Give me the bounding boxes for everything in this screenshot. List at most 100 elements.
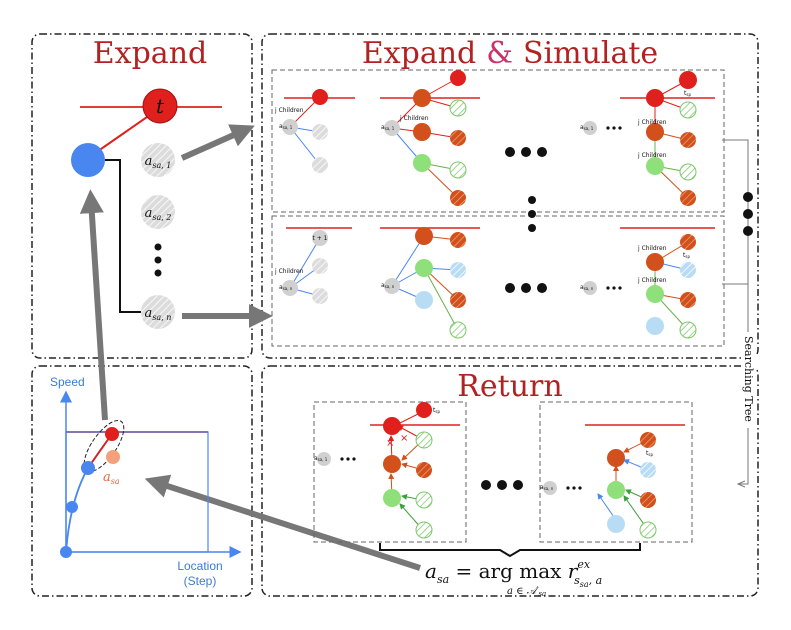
tree-node [607,515,625,533]
chart-point [60,546,72,558]
bound-box [65,431,209,553]
tree-node [312,124,328,140]
children-label: j Children [637,119,667,126]
return-panel [261,365,759,597]
tree-node [646,123,664,141]
tree-node [640,492,656,508]
children-label: j Children [274,107,304,114]
x-axis-label: Location [177,559,222,573]
tree-node [384,278,400,294]
tree-node [383,417,401,435]
sim-ellipsis-bottom [505,283,547,293]
ellipsis-dot [505,147,515,157]
tree-node [449,321,467,339]
title-part1: Expand [362,36,476,71]
tree-node [680,234,696,250]
children-label: j Children [637,277,667,284]
target-node [142,88,178,124]
tree-node [639,521,657,539]
sim-tree-bottom-1: t + 1 asa, n j Children [274,227,352,304]
tree-node [413,89,431,107]
flow-arrows [79,124,421,571]
searching-tree-connector: Searching Tree [722,139,756,484]
tree-node [583,121,597,135]
tree-node [416,462,432,478]
cross-mark: × [400,433,408,444]
action-label-2: asa, 2 [145,206,172,222]
tree-node [312,89,328,105]
tree-node [450,292,466,308]
chart-point [66,501,78,513]
ellipsis-dot [743,226,753,236]
tree-node [607,481,625,499]
tree-node [607,449,625,467]
speed-curve [65,433,113,553]
tree-node [413,123,431,141]
ellipsis-dot [340,457,344,461]
tree-node [450,190,466,206]
edge [289,126,321,166]
tree-node [449,161,467,179]
ellipsis-dot [743,209,753,219]
ellipsis-dot [528,210,536,218]
tree-node [449,99,467,117]
tree-node [312,230,328,246]
node-label: asa, n [580,284,594,291]
simulate-boxes [271,69,725,347]
ellipsis-dot [618,286,622,290]
expand-title: Expand [93,36,207,71]
children-label: j Children [399,115,429,122]
panel-frames [31,33,759,597]
ellipsis-dot [521,283,531,293]
ellipsis-dot [505,283,515,293]
sim-vertical-ellipsis [528,196,536,232]
tree-node [640,462,656,478]
chart-point [105,427,119,441]
arrow-to-sim-top [180,124,255,161]
tree-node [415,491,433,509]
tree-node [583,281,597,295]
ellipsis-dot [618,126,622,130]
ellipsis-dot [537,147,547,157]
tree-node [282,119,298,135]
node-label: asa, 1 [580,124,594,131]
tree-node [646,157,664,175]
tree-node [679,71,697,89]
connector-line [722,139,749,484]
tree-node [317,452,331,466]
return-tree-left: asa, 1 × × tsp [314,402,460,539]
action-label-1: asa, 1 [145,154,172,170]
tree-node [646,317,664,335]
ellipsis-dot [606,126,610,130]
title-amp: & [486,36,513,71]
return-ellipsis [481,480,523,490]
tree-node [450,130,466,146]
sim-tree-top-3: asa, 1 j Children j Children tsp [580,71,715,206]
ellipsis-dot [154,256,162,264]
ellipsis-dot [612,286,616,290]
return-tree-right: asa, n tsp [540,424,685,539]
tree-node [415,259,433,277]
action-node-1 [141,143,175,177]
sim-tree-top-1: j Children asa, 1 [274,89,355,173]
action-node-n [141,295,175,329]
ellipsis-dot [513,480,523,490]
children-label: j Children [274,268,304,275]
action-label-n: asa, n [145,306,172,322]
tree-node [680,132,696,148]
children-label: j Children [637,245,667,252]
tree-node [312,258,328,274]
sim-tree-bottom-2: asa, n [380,227,480,339]
arrow-formula-to-chart [144,474,421,571]
tree-node [415,431,433,449]
ellipsis-dot [537,283,547,293]
sim-box-top [271,69,725,213]
chart-point [81,461,95,475]
tsp-label: tsp [683,252,690,259]
tree-node [450,262,466,278]
chart-point [106,450,120,464]
tree-node [679,321,697,339]
tsp-label: tsp [646,450,653,457]
